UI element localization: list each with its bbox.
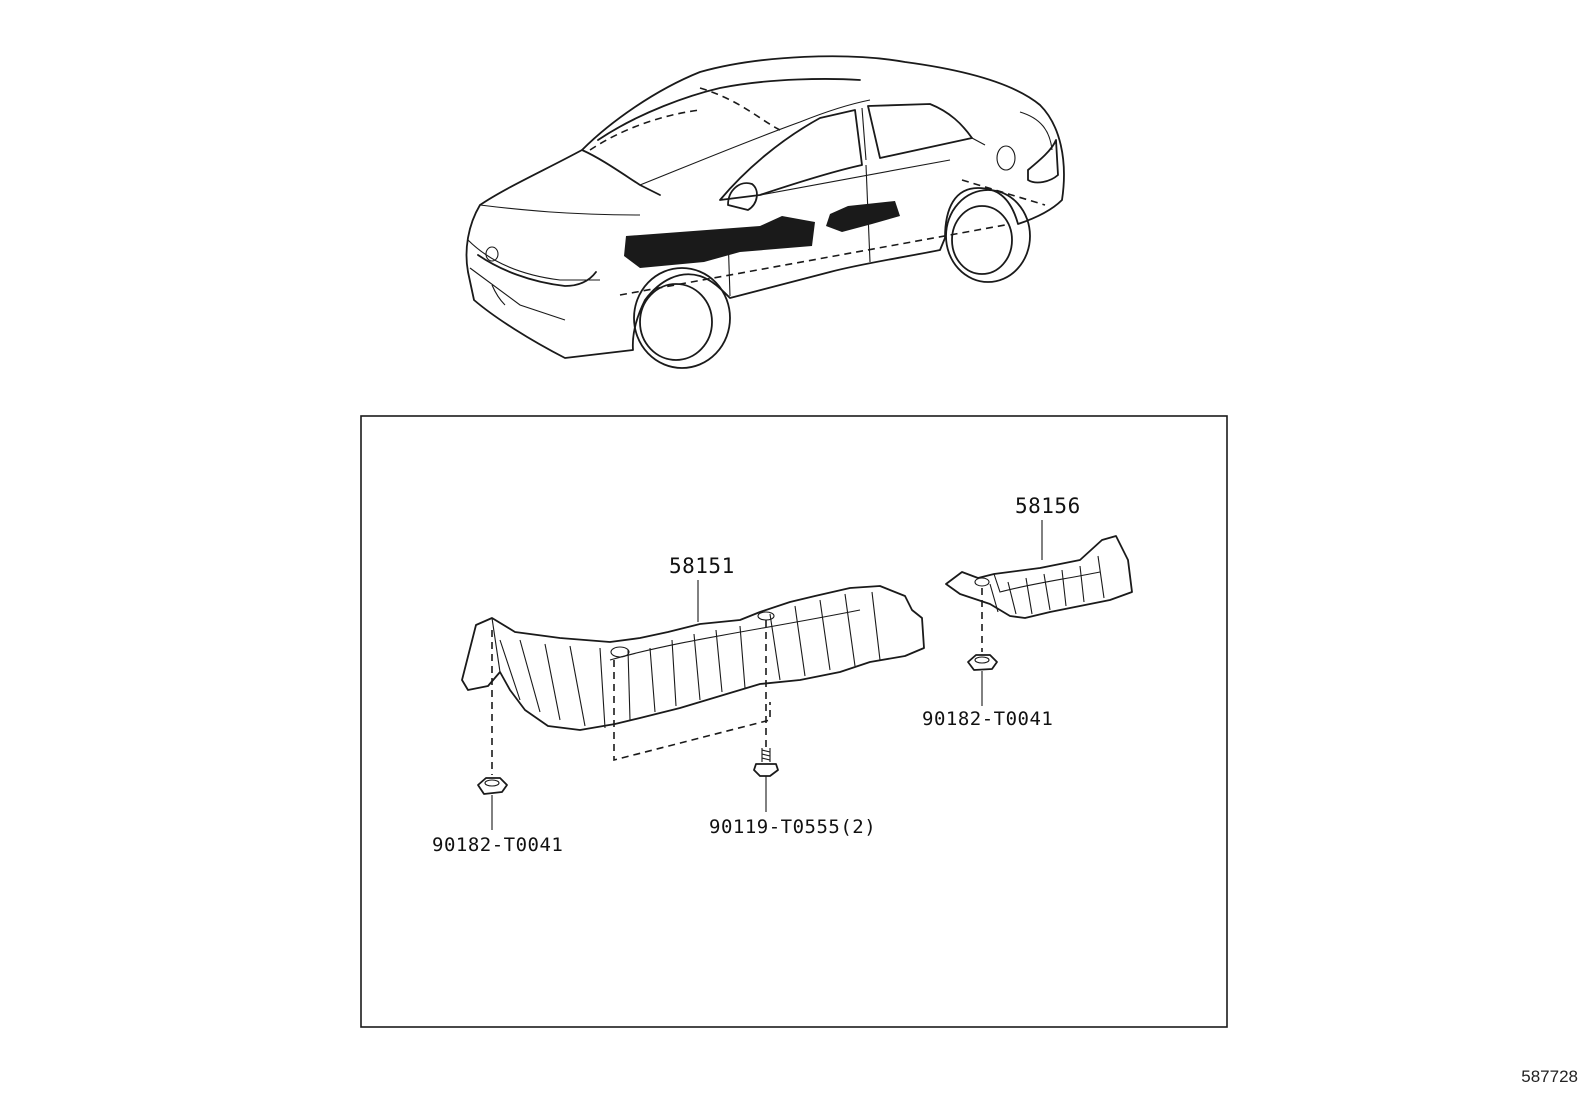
label-clip-left: 90182-T0041 <box>432 834 564 856</box>
clip-left-drawing <box>477 777 508 830</box>
part-58151-drawing <box>461 585 925 775</box>
label-clip-right: 90182-T0041 <box>922 708 1054 730</box>
label-58156: 58156 <box>1015 494 1081 518</box>
part-58156-drawing <box>945 535 1133 652</box>
car-illustration <box>465 55 1065 369</box>
reference-number: 587728 <box>1521 1067 1578 1086</box>
label-58151: 58151 <box>669 554 735 578</box>
label-bolt: 90119-T0555(2) <box>709 816 877 838</box>
bolt-drawing <box>753 748 779 812</box>
clip-right-drawing <box>967 654 998 706</box>
detail-frame <box>360 415 1228 1028</box>
